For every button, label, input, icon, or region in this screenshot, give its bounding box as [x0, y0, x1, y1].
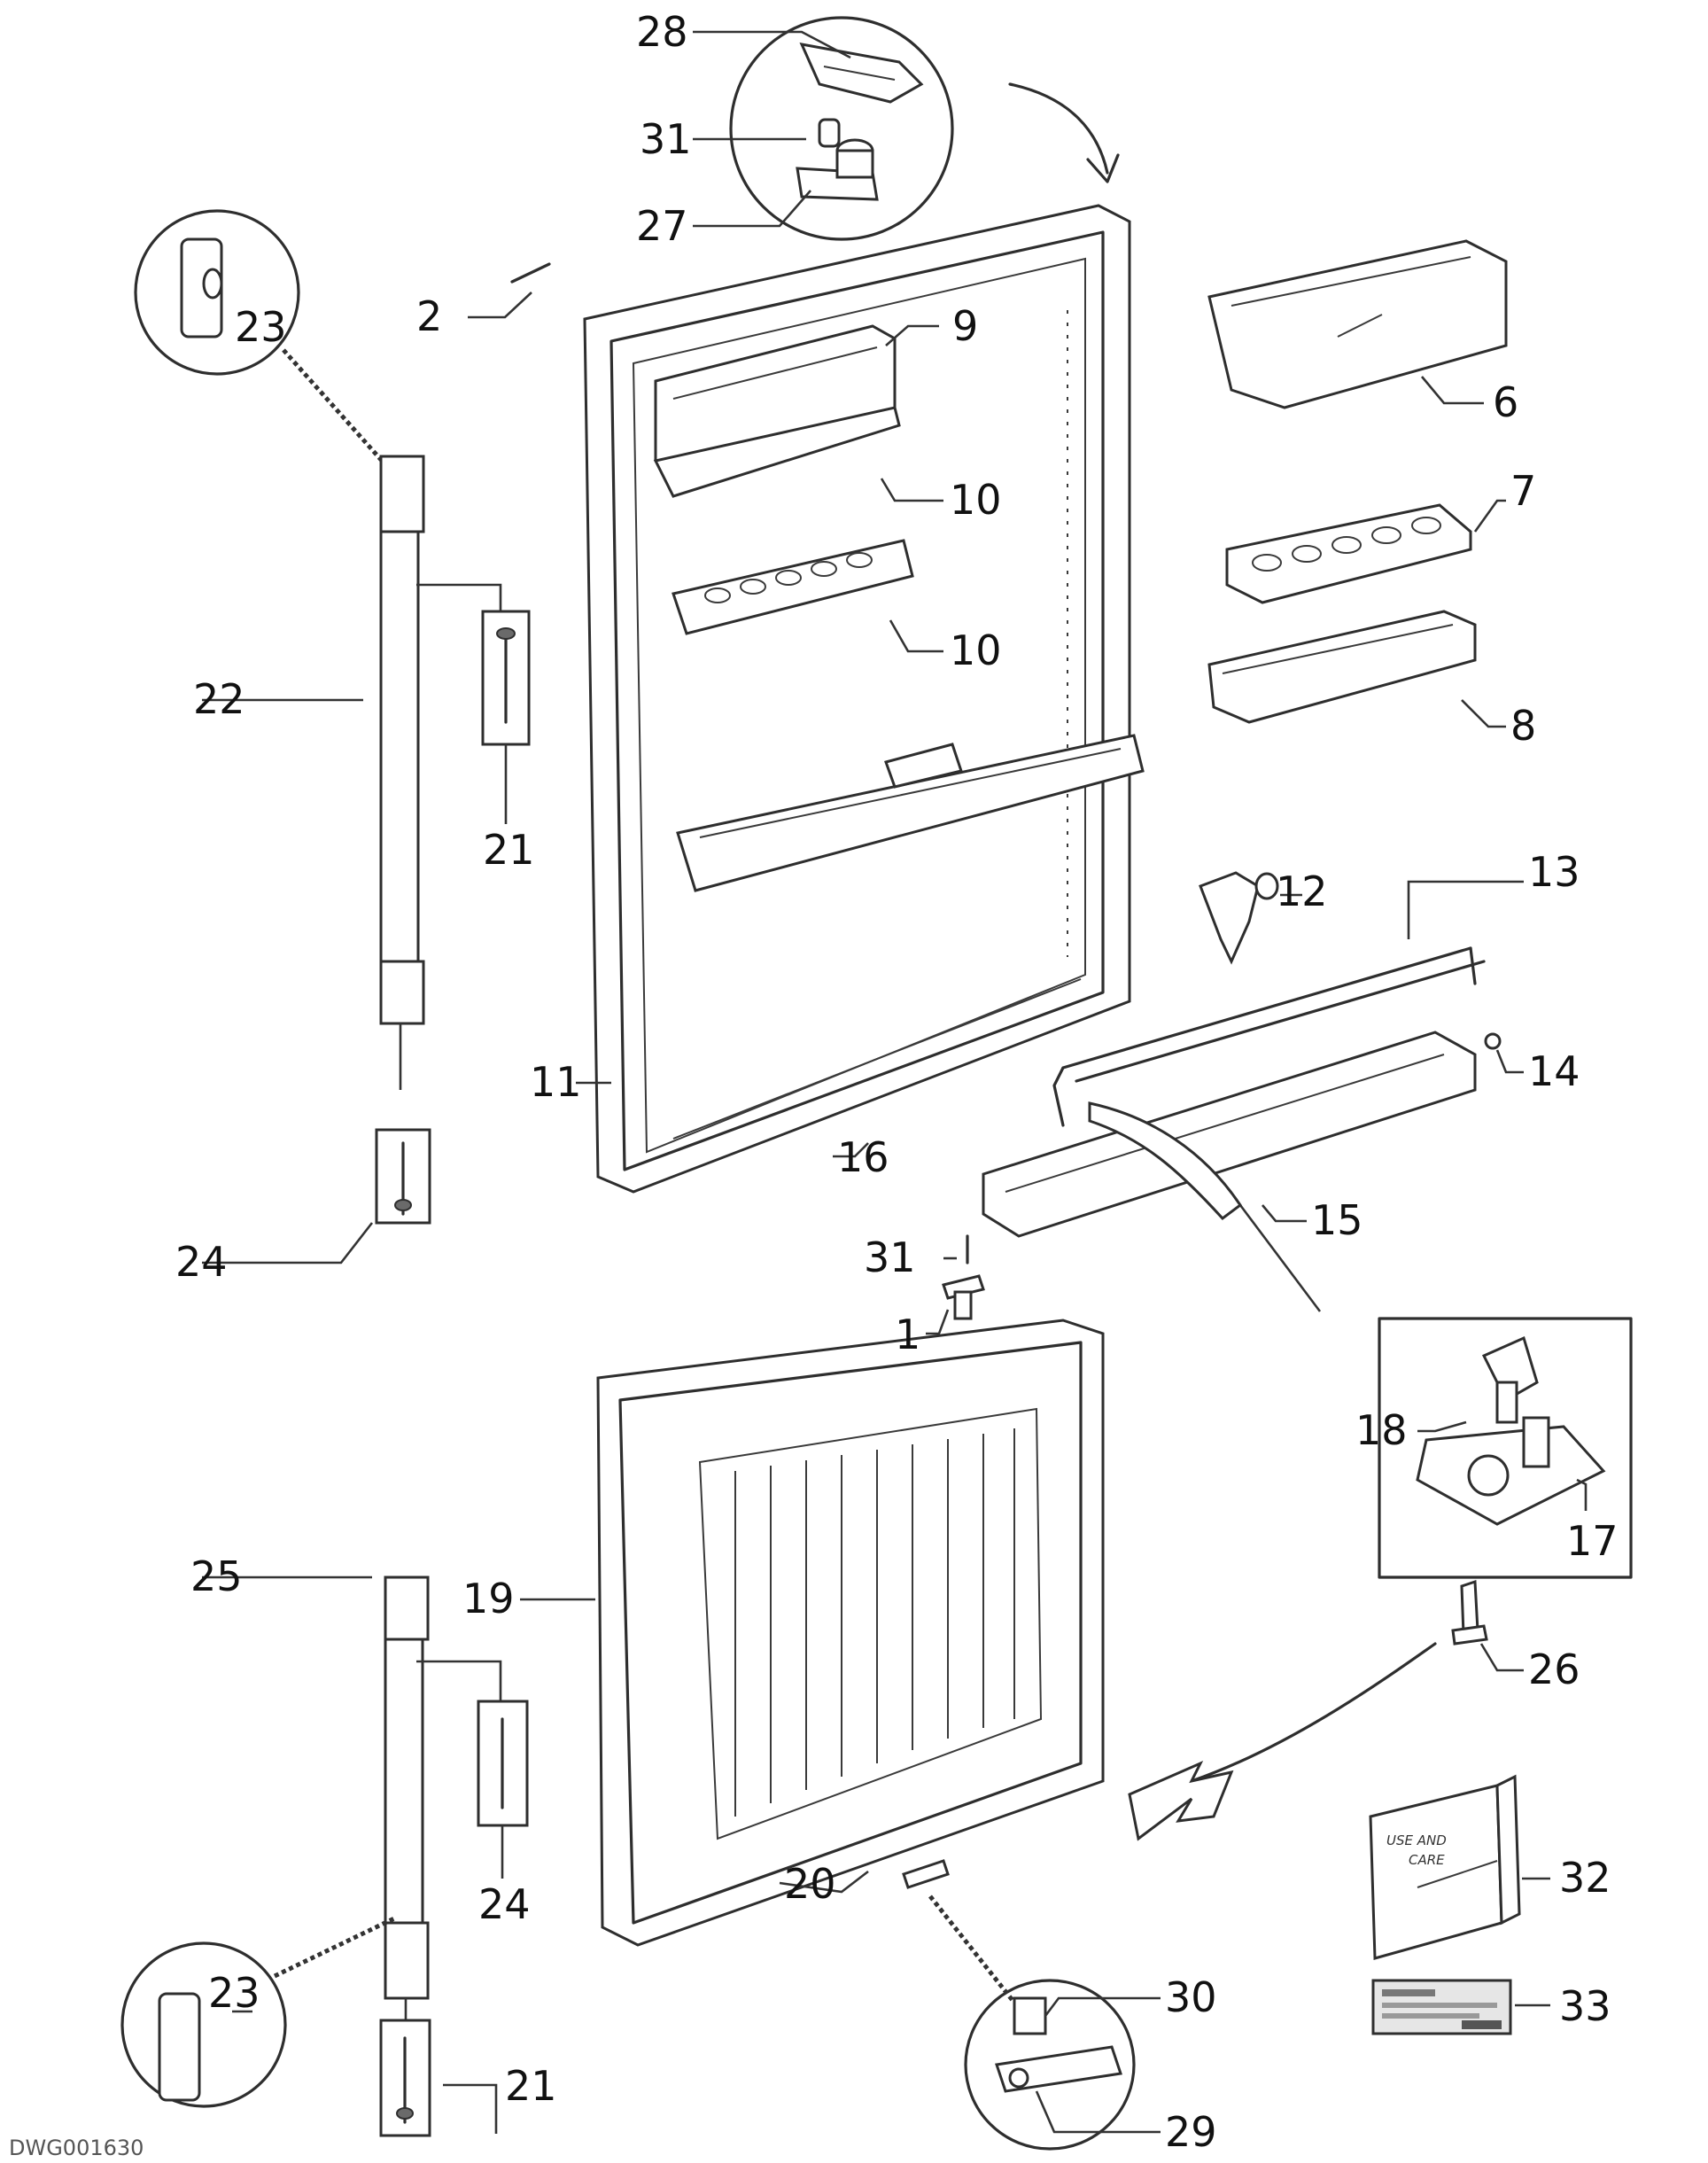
callout-10-lower: 10 — [950, 626, 1002, 674]
dairy-cover-part — [1207, 239, 1508, 409]
callout-24-upper: 24 — [175, 1238, 228, 1286]
lower-handle — [120, 1576, 529, 2137]
callout-13: 13 — [1528, 848, 1580, 896]
callout-8: 8 — [1510, 702, 1536, 750]
callout-21-upper: 21 — [483, 826, 535, 874]
callout-21-lower: 21 — [505, 2062, 557, 2110]
callout-17: 17 — [1566, 1517, 1619, 1565]
callout-27: 27 — [636, 202, 688, 250]
leader-lines — [202, 30, 1588, 2134]
callout-18: 18 — [1355, 1406, 1408, 1454]
upper-handle — [134, 209, 531, 1225]
callout-31-lower: 31 — [864, 1233, 916, 1281]
callout-15: 15 — [1311, 1196, 1363, 1244]
freezer-door — [596, 1319, 1105, 1947]
callout-23-lower: 23 — [208, 1969, 260, 2017]
rating-label — [1371, 1979, 1512, 2035]
manual-text-line-2: CARE — [1409, 1852, 1445, 1868]
callout-19: 19 — [462, 1575, 515, 1622]
pin-part — [510, 262, 551, 284]
callout-32: 32 — [1559, 1854, 1611, 1902]
manual-text-line-1: USE AND — [1386, 1832, 1447, 1848]
callout-30: 30 — [1165, 1973, 1217, 2021]
callout-labels: 28 31 27 2 9 10 10 6 7 8 12 13 14 15 11 … — [9, 8, 1619, 2160]
shelf-retainer-parts — [982, 871, 1502, 1312]
hinge-screw — [1128, 1579, 1488, 1841]
dairy-compartment — [653, 324, 901, 498]
callout-16: 16 — [837, 1133, 889, 1181]
drawing-id: DWG001630 — [9, 2136, 144, 2160]
callout-24-lower: 24 — [478, 1880, 531, 1928]
bottom-hinge-detail — [928, 1895, 1136, 2151]
callout-11: 11 — [530, 1058, 582, 1106]
callout-31-top: 31 — [640, 115, 692, 163]
callout-26: 26 — [1528, 1646, 1580, 1693]
bottle-shelf — [676, 734, 1145, 892]
top-hinge-detail — [729, 16, 1120, 241]
door-bin-part — [1207, 610, 1477, 724]
callout-12: 12 — [1276, 868, 1328, 915]
callout-22: 22 — [193, 675, 245, 723]
callout-33: 33 — [1559, 1982, 1611, 2030]
callout-6: 6 — [1493, 378, 1518, 426]
callout-23-top: 23 — [235, 303, 287, 351]
callout-1: 1 — [895, 1311, 920, 1358]
callout-25: 25 — [190, 1552, 243, 1600]
callout-28: 28 — [636, 8, 688, 56]
callout-29: 29 — [1165, 2108, 1217, 2156]
egg-tray-part — [1225, 503, 1472, 604]
lower-hinge-detail — [1378, 1317, 1633, 1579]
egg-shelf — [672, 539, 914, 635]
callout-14: 14 — [1528, 1047, 1580, 1095]
freezer-door-ribs — [734, 1428, 1015, 1817]
callout-7: 7 — [1510, 467, 1536, 515]
callout-20: 20 — [784, 1860, 836, 1908]
callout-10-upper: 10 — [950, 476, 1002, 524]
callout-9: 9 — [952, 302, 978, 350]
hinge-pin-small — [942, 1234, 985, 1320]
callout-2: 2 — [416, 292, 442, 340]
use-and-care-manual: USE AND CARE — [1369, 1774, 1521, 1960]
